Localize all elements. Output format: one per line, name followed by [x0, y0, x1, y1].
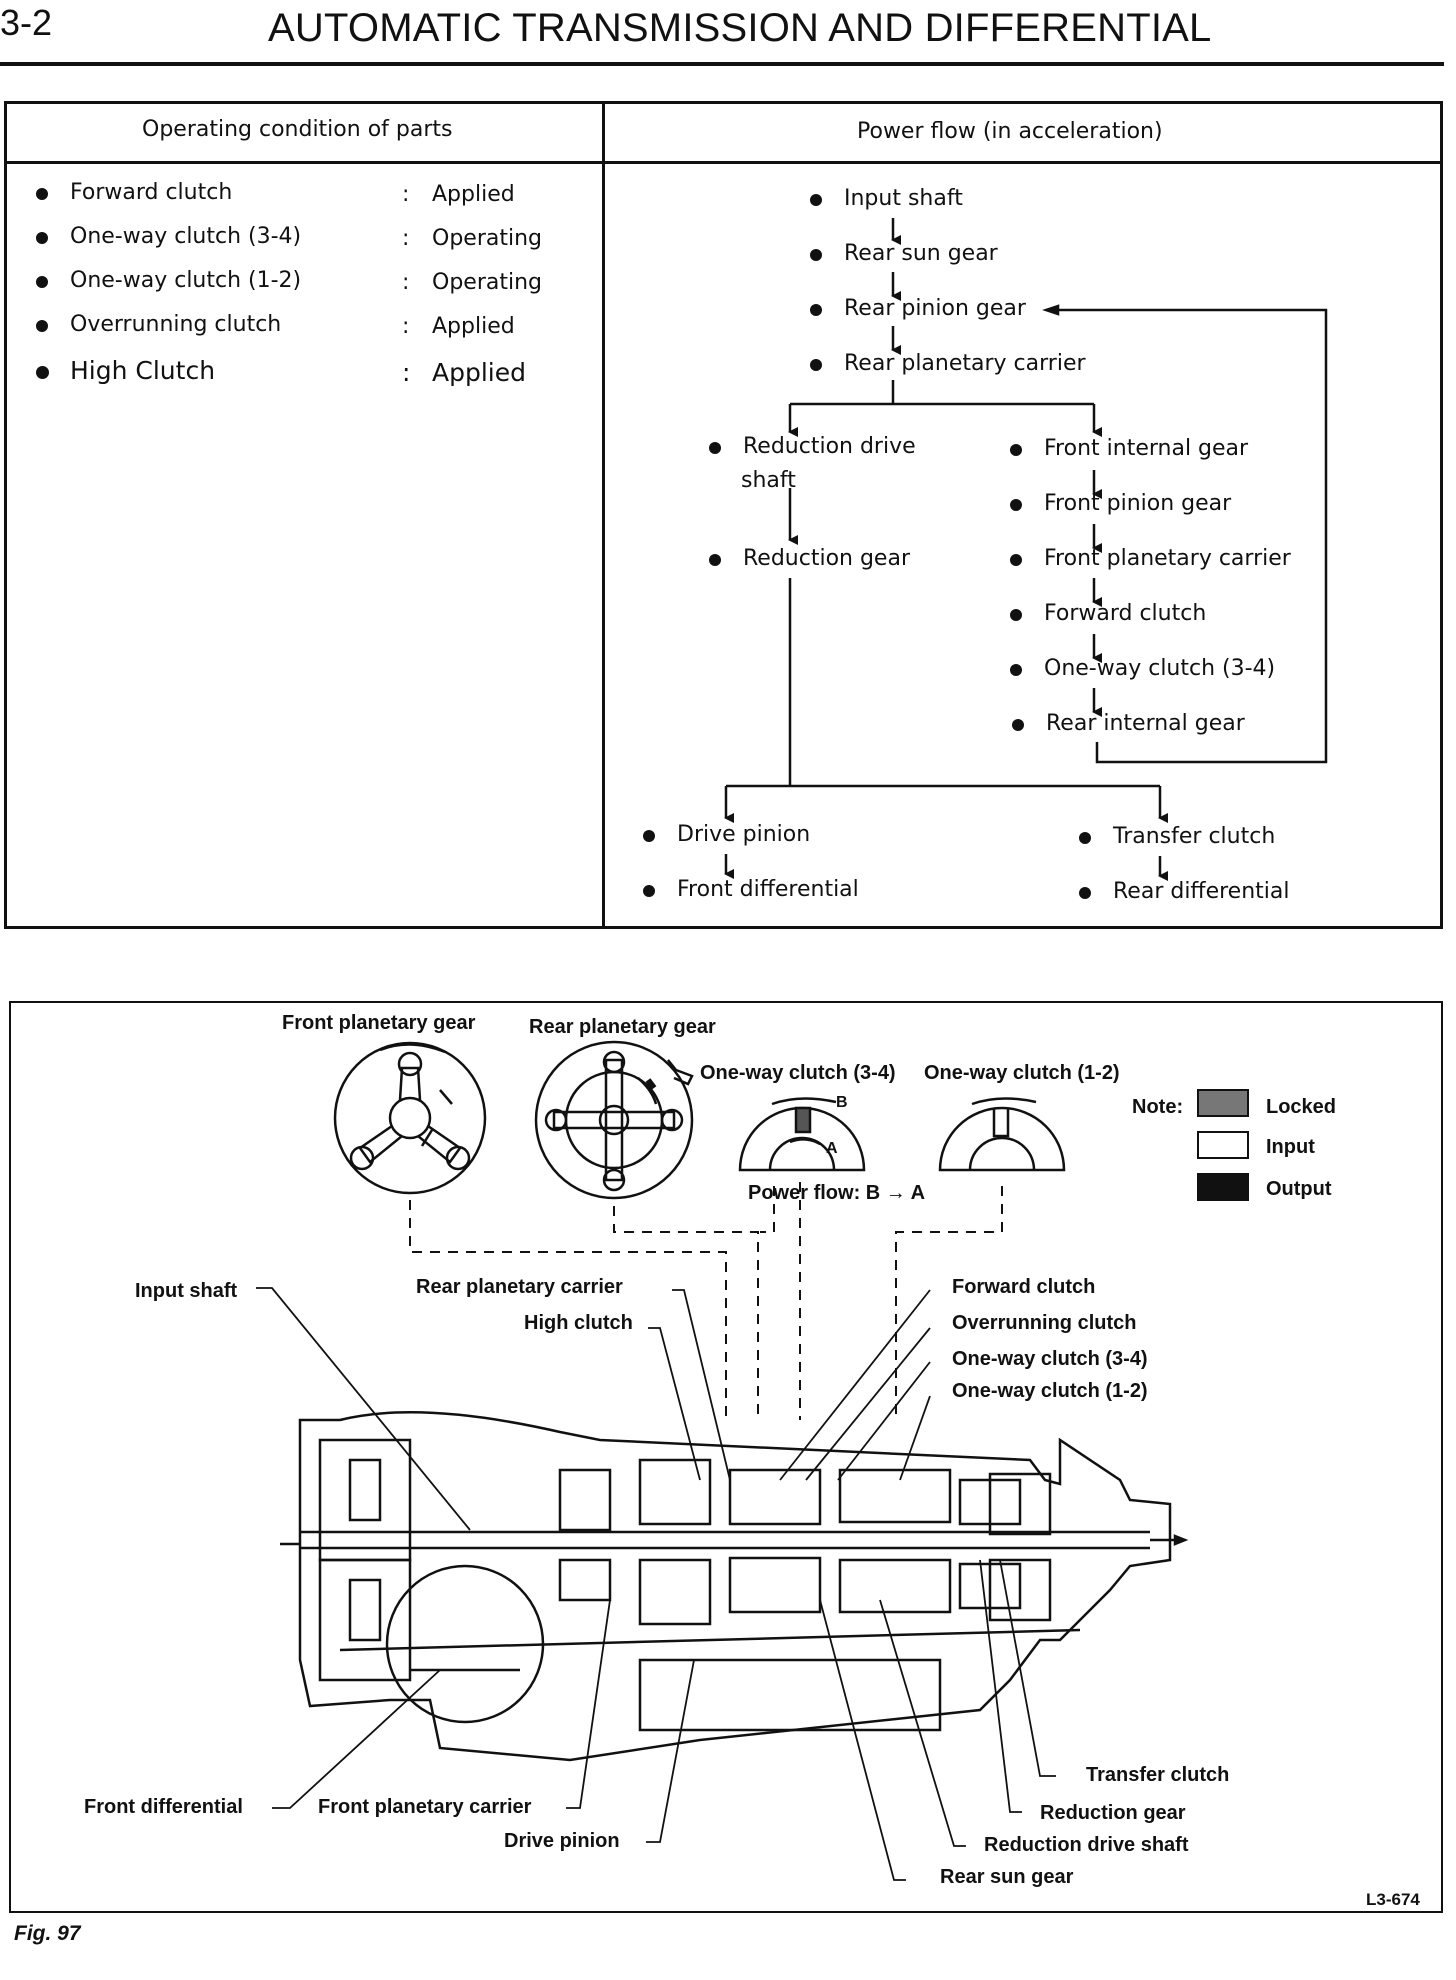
flow-node: Rear planetary carrier	[810, 351, 1086, 376]
label-a: A	[826, 1140, 838, 1157]
flow-node: Reduction drive	[709, 434, 916, 459]
legend-output-swatch	[1197, 1173, 1249, 1201]
legend-note: Note:	[1132, 1096, 1184, 1118]
operating-table	[4, 101, 1443, 929]
condition-state: Applied	[432, 314, 515, 339]
callout-front-planetary-carrier: Front planetary carrier	[318, 1796, 532, 1818]
condition-state: Operating	[432, 270, 542, 295]
label-owc-12-top: One-way clutch (1-2)	[924, 1062, 1120, 1084]
condition-part: High Clutch	[35, 356, 216, 385]
callout-owc-12: One-way clutch (1-2)	[952, 1380, 1148, 1402]
callout-rear-planetary-carrier: Rear planetary carrier	[416, 1276, 623, 1298]
flow-node: Rear differential	[1079, 879, 1290, 904]
rotation-arrow-icon	[645, 1078, 657, 1090]
callout-forward-clutch: Forward clutch	[952, 1276, 1096, 1298]
flow-node: Drive pinion	[642, 822, 811, 847]
figure-code: L3-674	[1366, 1890, 1420, 1909]
flow-node: Front planetary carrier	[1010, 546, 1291, 571]
table-header-rule	[4, 161, 1443, 164]
page-number: 3-2	[0, 2, 53, 43]
figure-frame	[9, 1001, 1443, 1913]
flow-node: Reduction gear	[709, 546, 910, 571]
col-left-header: Operating condition of parts	[142, 117, 453, 142]
callout-drive-pinion: Drive pinion	[504, 1830, 620, 1852]
callout-rear-sun-gear: Rear sun gear	[940, 1866, 1074, 1888]
callout-overrunning-clutch: Overrunning clutch	[952, 1312, 1137, 1334]
flow-node: Forward clutch	[1009, 601, 1207, 626]
callout-owc-34: One-way clutch (3-4)	[952, 1348, 1148, 1370]
one-way-clutch-12-icon	[938, 1097, 1066, 1172]
outline-arrow-icon	[667, 1059, 694, 1086]
col-right-header: Power flow (in acceleration)	[857, 119, 1163, 144]
rear-planetary-gear-icon	[534, 1040, 694, 1200]
condition-sep: :	[402, 314, 410, 339]
flow-node: Input shaft	[810, 186, 963, 211]
condition-state: Operating	[432, 226, 542, 251]
label-rear-planetary-gear: Rear planetary gear	[529, 1016, 716, 1038]
condition-sep: :	[402, 358, 411, 387]
flow-node: Rear internal gear	[1012, 711, 1245, 736]
header-rule	[0, 62, 1444, 66]
legend-input-swatch	[1197, 1131, 1249, 1159]
flow-node: Front pinion gear	[1009, 491, 1232, 516]
condition-part: One-way clutch (1-2)	[35, 268, 302, 293]
flow-node: Front differential	[643, 877, 859, 902]
flow-node: Front internal gear	[1009, 436, 1249, 461]
condition-sep: :	[402, 270, 410, 295]
condition-state: Applied	[432, 358, 526, 387]
condition-part: Overrunning clutch	[35, 312, 282, 337]
page-title: AUTOMATIC TRANSMISSION AND DIFFERENTIAL	[268, 6, 1212, 50]
label-front-planetary-gear: Front planetary gear	[282, 1012, 476, 1034]
callout-high-clutch: High clutch	[524, 1312, 633, 1334]
callout-front-differential: Front differential	[84, 1796, 243, 1818]
condition-part: One-way clutch (3-4)	[35, 224, 302, 249]
figure-caption: Fig. 97	[14, 1922, 81, 1945]
label-owc-34-top: One-way clutch (3-4)	[700, 1062, 896, 1084]
transmission-case-icon	[280, 1411, 1189, 1762]
legend-locked-swatch	[1197, 1089, 1249, 1117]
legend-output: Output	[1266, 1178, 1332, 1200]
condition-part: Forward clutch	[35, 180, 233, 205]
flow-node: Rear sun gear	[810, 241, 998, 266]
flow-node: One-way clutch (3-4)	[1009, 656, 1276, 681]
callout-reduction-drive-shaft: Reduction drive shaft	[984, 1834, 1189, 1856]
condition-sep: :	[402, 226, 410, 251]
callout-transfer-clutch: Transfer clutch	[1086, 1764, 1230, 1786]
table-column-divider	[602, 101, 605, 929]
one-way-clutch-34-icon	[738, 1097, 866, 1172]
legend-input: Input	[1266, 1136, 1315, 1158]
callout-reduction-gear: Reduction gear	[1040, 1802, 1186, 1824]
front-planetary-gear-icon	[333, 1041, 487, 1195]
flow-node: Transfer clutch	[1078, 824, 1276, 849]
condition-sep: :	[402, 182, 410, 207]
condition-state: Applied	[432, 182, 515, 207]
callout-input-shaft: Input shaft	[135, 1280, 238, 1302]
label-b: B	[836, 1094, 848, 1111]
legend-locked: Locked	[1266, 1096, 1337, 1118]
label-power-flow: Power flow: B → A	[748, 1182, 926, 1204]
flow-node-continued: shaft	[741, 468, 796, 493]
flow-node: Rear pinion gear	[810, 296, 1026, 321]
